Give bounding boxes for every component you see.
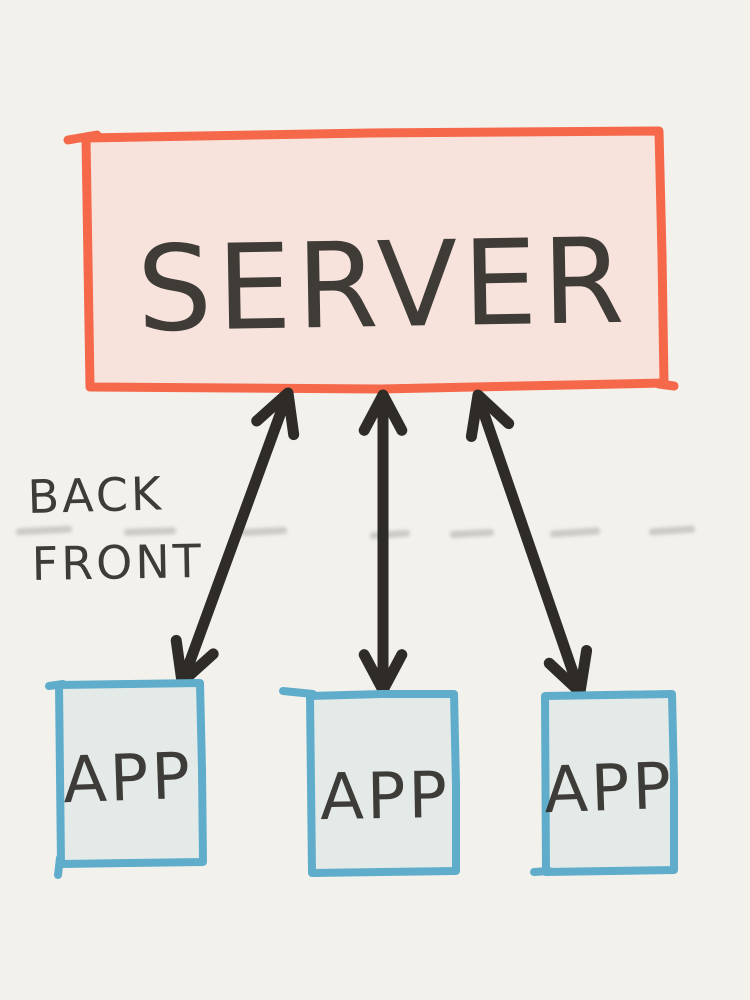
app-box-2-stroke-overshoot-top — [279, 687, 317, 698]
arrow-head-up-icon — [251, 387, 300, 441]
app-box-1 — [45, 679, 207, 879]
app-box-1-outline — [55, 679, 207, 868]
server-box-outline — [81, 126, 669, 394]
server-label: SERVER — [136, 212, 631, 359]
server-box-stroke-overshoot-top — [63, 130, 102, 145]
divider-dash — [124, 527, 177, 536]
app-box-1-stroke-overshoot-top — [45, 680, 67, 690]
divider-dash — [241, 526, 288, 537]
arrow-head-up-icon — [358, 389, 408, 436]
front-layer-label: FRONT — [31, 534, 204, 591]
app-1-label: APP — [62, 740, 194, 818]
app-box-3 — [530, 690, 678, 876]
app-box-1-stroke-overshoot-bottom — [54, 854, 64, 879]
app-box-3-stroke-overshoot-bottom — [530, 867, 553, 876]
server-box — [63, 126, 679, 394]
app-box-2 — [279, 687, 460, 877]
app-box-2-outline — [306, 690, 460, 877]
arrow-shaft — [179, 395, 291, 681]
arrow-head-up-icon — [465, 389, 515, 442]
divider-dash — [450, 529, 495, 538]
divider-dash — [550, 527, 601, 538]
divider-dash — [16, 525, 73, 536]
back-layer-label: BACK — [27, 466, 165, 524]
app-box-3-outline — [541, 690, 678, 876]
app-2-label: APP — [319, 759, 450, 835]
divider-dash — [649, 525, 696, 536]
arrow-shaft — [474, 396, 583, 690]
server-box-stroke-overshoot-bottom — [654, 379, 679, 391]
app-3-label: APP — [543, 750, 675, 828]
